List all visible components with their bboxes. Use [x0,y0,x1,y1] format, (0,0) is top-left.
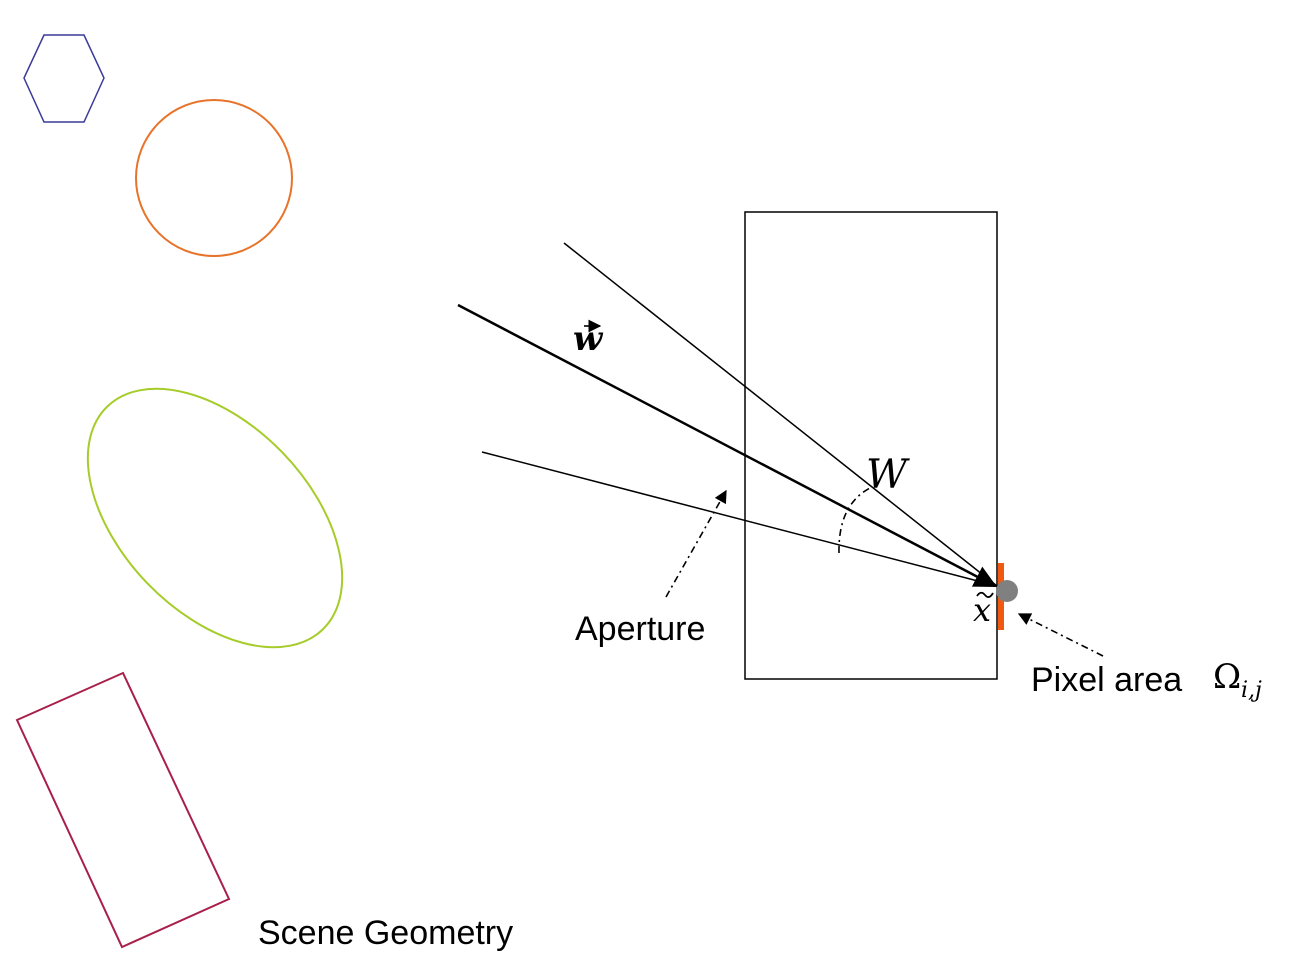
aperture-label: Aperture [575,610,705,648]
pixel-area-label: Pixel area [1031,661,1182,699]
camera-box [744,211,998,680]
aperture-pointer-arrow [665,489,727,598]
solid-angle-label: W [866,452,910,498]
pixel-area-symbol: Ω [1213,657,1241,697]
ellipse-shape [86,387,344,649]
sensor-point-label: x [973,591,991,629]
sensor-point-dot [996,580,1018,602]
cone-ray-lower [481,451,998,587]
rectangle-shape [15,671,231,949]
direction-vector-label: w [573,319,604,359]
circle-shape [135,99,293,257]
pixel-area-pointer-arrow [1017,613,1104,657]
hexagon-shape [23,34,105,123]
direction-ray [457,303,997,588]
cone-ray-upper [563,242,998,587]
solid-angle-arc [838,487,871,554]
tilde-accent-icon [976,591,994,598]
pixel-area-subscript: i,j [1241,678,1262,703]
scene-geometry-label: Scene Geometry [258,914,513,952]
